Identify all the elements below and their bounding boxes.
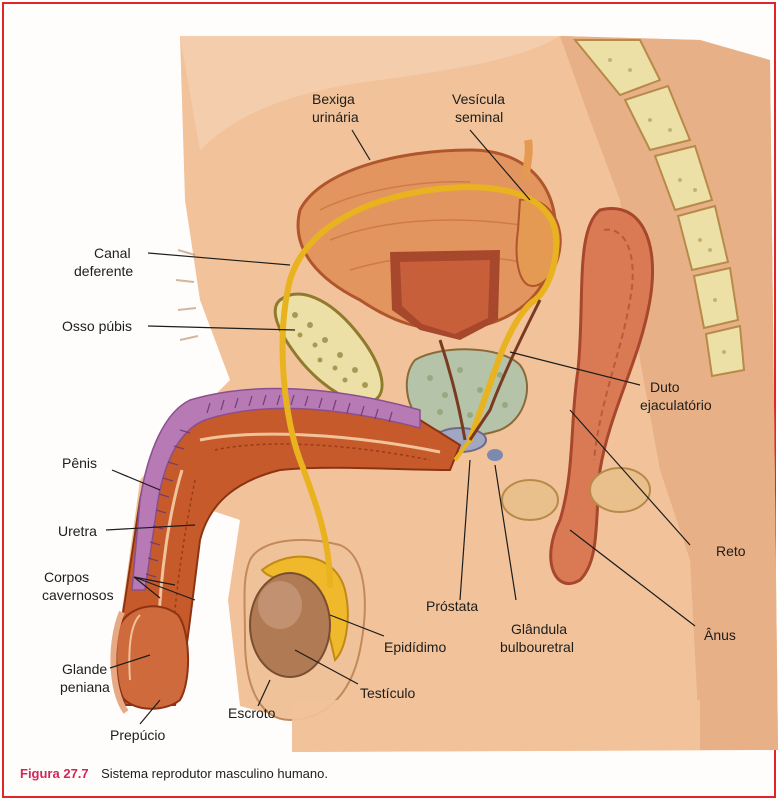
- label-glans-2: peniana: [60, 679, 110, 695]
- male-reproductive-diagram: Bexiga urinária Vesícula seminal Canal d…: [4, 4, 778, 800]
- label-bladder-2: urinária: [312, 109, 359, 125]
- label-vas-2: deferente: [74, 263, 133, 279]
- figure-frame: Bexiga urinária Vesícula seminal Canal d…: [2, 2, 776, 798]
- label-prepuce: Prepúcio: [110, 727, 165, 743]
- label-glans-1: Glande: [62, 661, 107, 677]
- label-ejac-1: Duto: [650, 379, 680, 395]
- label-anus: Ânus: [704, 627, 736, 643]
- figure-caption: Figura 27.7 Sistema reprodutor masculino…: [20, 765, 328, 782]
- label-seminal-2: seminal: [455, 109, 503, 125]
- label-bulbo-2: bulbouretral: [500, 639, 574, 655]
- label-cavernosa-1: Corpos: [44, 569, 89, 585]
- label-penis: Pênis: [62, 455, 97, 471]
- label-testis: Testículo: [360, 685, 415, 701]
- label-epididymis: Epidídimo: [384, 639, 446, 655]
- label-ejac-2: ejaculatório: [640, 397, 712, 413]
- caption-figure-number: Figura 27.7: [20, 766, 89, 781]
- label-vas-1: Canal: [94, 245, 131, 261]
- label-urethra: Uretra: [58, 523, 97, 539]
- label-cavernosa-2: cavernosos: [42, 587, 114, 603]
- label-rectum: Reto: [716, 543, 746, 559]
- label-bladder-1: Bexiga: [312, 91, 355, 107]
- label-prostate: Próstata: [426, 598, 478, 614]
- glans-penis: [116, 606, 188, 708]
- label-bulbo-1: Glândula: [511, 621, 567, 637]
- caption-text: Sistema reprodutor masculino humano.: [101, 766, 328, 781]
- label-pubis: Osso púbis: [62, 318, 132, 334]
- label-scrotum: Escroto: [228, 705, 276, 721]
- label-seminal-1: Vesícula: [452, 91, 505, 107]
